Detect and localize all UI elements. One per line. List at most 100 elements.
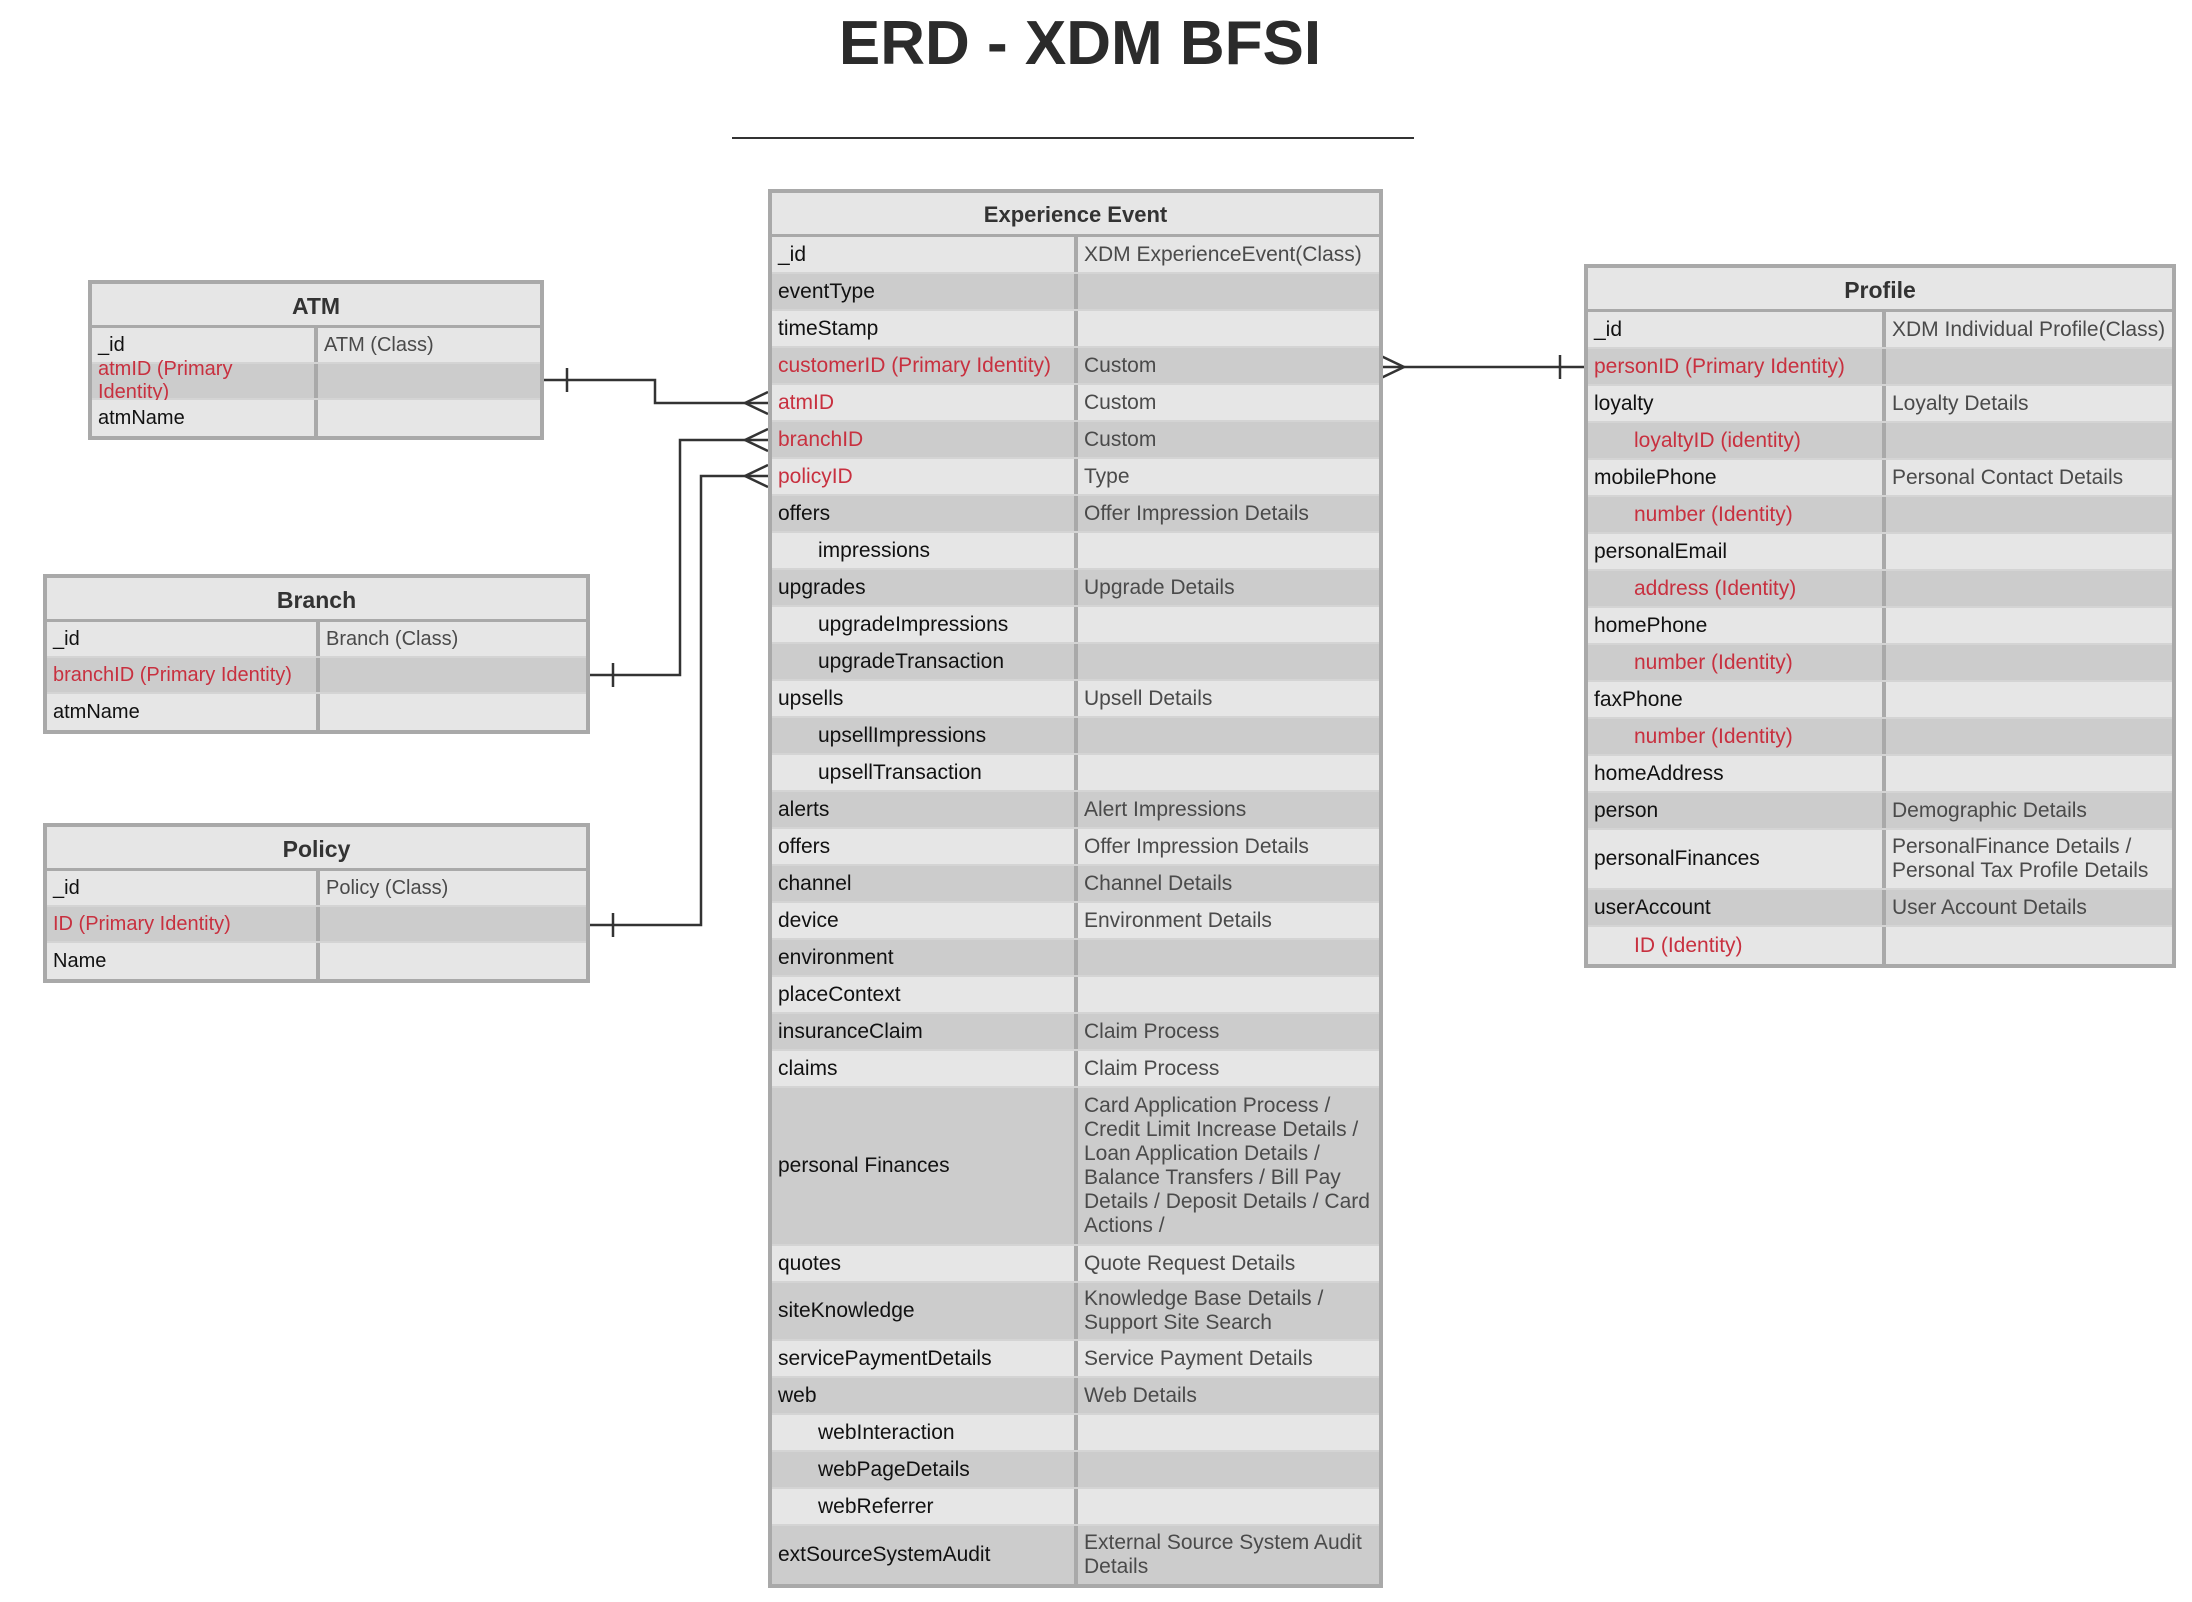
entity-field-row: loyaltyID (identity) (1588, 423, 2172, 460)
entity-field-row: ID (Identity) (1588, 927, 2172, 964)
field-name: upsellTransaction (772, 755, 1078, 790)
entity-field-row: ID (Primary Identity) (47, 907, 586, 943)
field-name: siteKnowledge (772, 1283, 1078, 1339)
field-name: person (1588, 793, 1886, 828)
field-type: Environment Details (1078, 903, 1379, 938)
field-type (1886, 423, 2172, 458)
connector-policy-to-experience-event (588, 463, 769, 937)
field-name: offers (772, 829, 1078, 864)
field-name: insuranceClaim (772, 1014, 1078, 1049)
field-name: customerID (Primary Identity) (772, 348, 1078, 383)
field-type: Loyalty Details (1886, 386, 2172, 421)
field-type (1886, 719, 2172, 754)
field-type (1078, 1452, 1379, 1487)
connector-atm-to-experience-event (542, 368, 769, 416)
field-type: Custom (1078, 422, 1379, 457)
entity-field-row: webInteraction (772, 1415, 1379, 1452)
entity-field-row: eventType (772, 274, 1379, 311)
field-name: Name (47, 943, 320, 979)
entity-field-row: placeContext (772, 977, 1379, 1014)
field-type (1078, 1489, 1379, 1524)
entity-field-row: atmName (47, 694, 586, 730)
field-type (320, 943, 586, 979)
field-name: _id (92, 328, 318, 362)
field-name: impressions (772, 533, 1078, 568)
field-type (318, 364, 540, 398)
entity-field-row: impressions (772, 533, 1379, 570)
entity-field-row: homeAddress (1588, 756, 2172, 793)
field-name: environment (772, 940, 1078, 975)
field-type: Custom (1078, 385, 1379, 420)
field-type: Alert Impressions (1078, 792, 1379, 827)
field-type (320, 658, 586, 692)
field-type: Quote Request Details (1078, 1246, 1379, 1281)
field-type: Custom (1078, 348, 1379, 383)
field-type (1078, 977, 1379, 1012)
entity-title: Experience Event (772, 193, 1379, 237)
field-type (1078, 940, 1379, 975)
field-type: Offer Impression Details (1078, 496, 1379, 531)
field-name: eventType (772, 274, 1078, 309)
entity-field-row: atmName (92, 400, 540, 436)
field-type (1078, 1415, 1379, 1450)
field-name: atmID (Primary Identity) (92, 358, 318, 403)
field-name: atmID (772, 385, 1078, 420)
entity-title: Policy (47, 827, 586, 871)
field-name: placeContext (772, 977, 1078, 1012)
field-type: PersonalFinance Details / Personal Tax P… (1886, 830, 2172, 888)
field-type (1078, 607, 1379, 642)
field-name: _id (47, 871, 320, 905)
entity-field-row: address (Identity) (1588, 571, 2172, 608)
field-type: XDM ExperienceEvent(Class) (1078, 237, 1379, 272)
field-type (1886, 571, 2172, 606)
title-underline (732, 137, 1414, 139)
field-type: Upgrade Details (1078, 570, 1379, 605)
entity-field-row: personID (Primary Identity) (1588, 349, 2172, 386)
field-name: upsellImpressions (772, 718, 1078, 753)
field-name: upsells (772, 681, 1078, 716)
entity-field-row: number (Identity) (1588, 645, 2172, 682)
field-name: loyalty (1588, 386, 1886, 421)
diagram-title: ERD - XDM BFSI (838, 9, 1322, 78)
connector-branch-to-experience-event (588, 427, 769, 687)
field-type: External Source System Audit Details (1078, 1526, 1379, 1584)
field-name: _id (47, 622, 320, 656)
field-type (1886, 645, 2172, 680)
field-type: User Account Details (1886, 890, 2172, 925)
field-name: upgradeImpressions (772, 607, 1078, 642)
field-name: personal Finances (772, 1088, 1078, 1244)
field-name: webPageDetails (772, 1452, 1078, 1487)
field-name: extSourceSystemAudit (772, 1526, 1078, 1584)
entity-field-row: webReferrer (772, 1489, 1379, 1526)
field-type (1886, 349, 2172, 384)
entity-title: Branch (47, 578, 586, 622)
entity-field-row: number (Identity) (1588, 719, 2172, 756)
field-type (1886, 927, 2172, 964)
field-name: userAccount (1588, 890, 1886, 925)
field-type: Claim Process (1078, 1051, 1379, 1086)
field-type: Claim Process (1078, 1014, 1379, 1049)
